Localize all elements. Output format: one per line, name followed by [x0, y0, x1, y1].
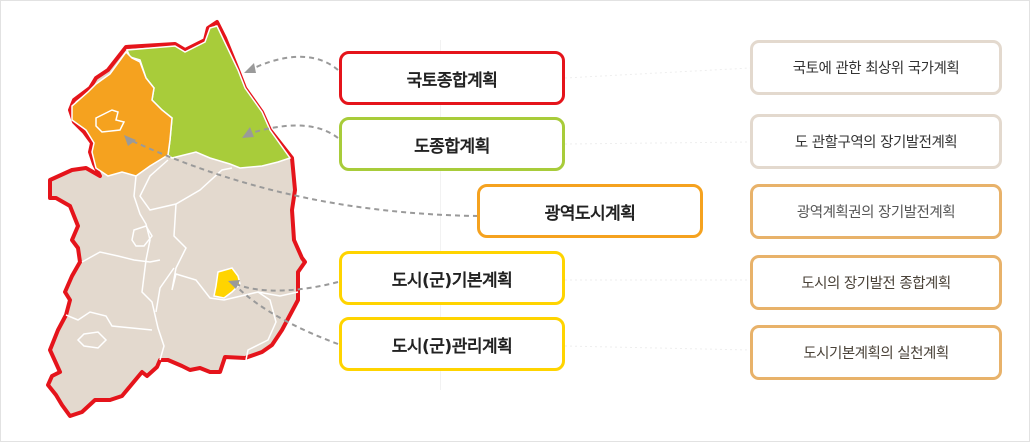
- description-label: 도시기본계획의 실천계획: [803, 346, 949, 362]
- metro-inner-city: [95, 109, 126, 133]
- district-borders: [65, 159, 299, 361]
- connector-province: [247, 124, 339, 139]
- connector-lines: [129, 55, 479, 345]
- plan-label: 도종합계획: [414, 136, 490, 157]
- connector-metro: [129, 139, 479, 217]
- plan-box-metro: 광역도시계획: [477, 184, 703, 238]
- row-guides: [564, 67, 751, 351]
- plan-label: 도시(군)기본계획: [391, 270, 513, 291]
- arrow-head-icon: [244, 63, 256, 73]
- description-box-metro: 광역계획권의 장기발전계획: [750, 184, 1002, 239]
- description-box-city-management: 도시기본계획의 실천계획: [750, 325, 1002, 380]
- plan-box-city-management: 도시(군)관리계획: [339, 317, 565, 371]
- arrow-head-icon: [228, 280, 240, 289]
- description-label: 도 관할구역의 장기발전계획: [794, 135, 958, 151]
- plan-label: 국토종합계획: [406, 70, 498, 91]
- arrow-heads: [124, 63, 256, 289]
- description-box-national: 국토에 관한 최상위 국가계획: [750, 40, 1002, 95]
- plan-label: 광역도시계획: [544, 203, 636, 224]
- description-label: 도시의 장기발전 종합계획: [801, 276, 951, 292]
- city-region: [213, 267, 241, 299]
- connector-city-basic: [235, 281, 339, 292]
- plan-label: 도시(군)관리계획: [391, 336, 513, 357]
- plan-box-national: 국토종합계획: [339, 51, 565, 105]
- connector-city-management: [235, 285, 339, 345]
- description-label: 광역계획권의 장기발전계획: [796, 205, 956, 221]
- description-box-province: 도 관할구역의 장기발전계획: [750, 114, 1002, 169]
- arrow-head-icon: [242, 127, 254, 138]
- plan-box-city-basic: 도시(군)기본계획: [339, 251, 565, 305]
- description-box-city-basic: 도시의 장기발전 종합계획: [750, 255, 1002, 310]
- description-label: 국토에 관한 최상위 국가계획: [792, 61, 960, 77]
- arrow-head-icon: [124, 135, 136, 146]
- plan-box-province: 도종합계획: [339, 117, 565, 171]
- connector-national: [249, 55, 339, 71]
- metro-region: [71, 50, 173, 177]
